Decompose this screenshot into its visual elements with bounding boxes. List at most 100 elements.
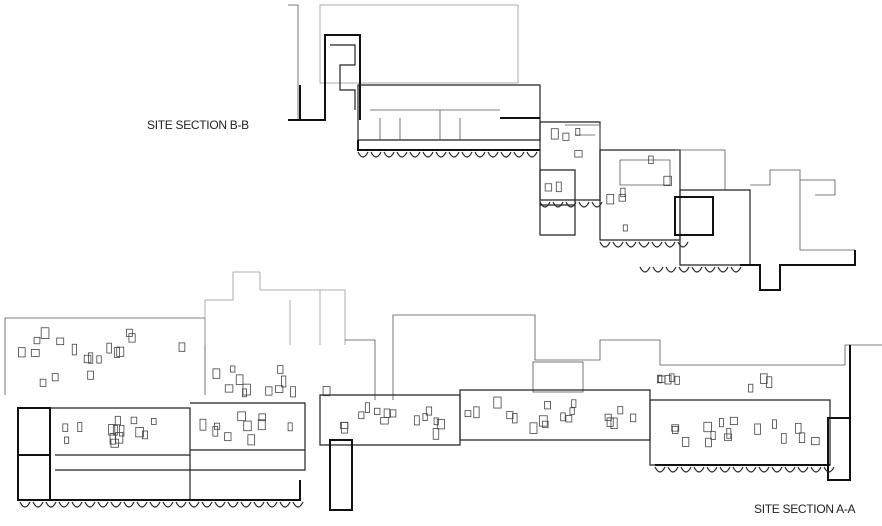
window xyxy=(340,421,349,434)
window xyxy=(620,187,626,198)
bb-step-2 xyxy=(599,149,681,241)
window xyxy=(795,422,802,434)
window xyxy=(364,402,370,413)
arch xyxy=(266,501,278,508)
arch xyxy=(691,266,703,273)
section-bb-label: SITE SECTION B-B xyxy=(147,118,249,132)
window xyxy=(119,425,125,437)
window xyxy=(277,365,284,374)
window xyxy=(565,415,573,423)
window xyxy=(529,422,538,434)
arch xyxy=(678,266,690,273)
window xyxy=(212,426,219,437)
window xyxy=(380,417,389,425)
window xyxy=(780,433,787,444)
window xyxy=(606,194,615,205)
window xyxy=(243,420,252,432)
window xyxy=(130,416,138,425)
window xyxy=(33,336,41,345)
window xyxy=(798,432,806,443)
window xyxy=(88,352,94,364)
window xyxy=(606,417,614,427)
arch xyxy=(149,501,161,508)
window xyxy=(748,383,754,393)
arch xyxy=(188,501,200,508)
window xyxy=(114,415,121,426)
arch xyxy=(664,241,676,248)
arch xyxy=(810,466,822,473)
arch xyxy=(771,466,783,473)
window xyxy=(18,347,26,358)
window xyxy=(247,434,255,446)
aa-background-right xyxy=(345,314,882,400)
arch xyxy=(784,466,796,473)
window xyxy=(571,399,577,408)
window xyxy=(71,343,77,356)
bb-tank xyxy=(674,196,714,236)
bb-frame-line xyxy=(288,4,299,120)
window xyxy=(703,421,712,433)
window xyxy=(287,422,293,432)
foundation-arches xyxy=(19,151,835,508)
window xyxy=(555,181,562,193)
arch xyxy=(638,241,650,248)
arch xyxy=(214,501,226,508)
arch xyxy=(693,466,705,473)
arch xyxy=(717,266,729,273)
arch xyxy=(745,466,757,473)
window xyxy=(610,417,618,429)
aa-block-2 xyxy=(190,402,306,471)
window xyxy=(51,373,59,382)
window xyxy=(178,342,186,352)
section-bb-drawing xyxy=(288,4,856,291)
window xyxy=(671,424,680,432)
arch xyxy=(706,466,718,473)
window xyxy=(135,427,144,438)
arch xyxy=(409,151,421,158)
bb-main-block xyxy=(357,84,541,141)
window xyxy=(669,373,675,382)
window xyxy=(433,417,439,426)
window xyxy=(766,376,773,388)
window xyxy=(358,411,365,420)
aa-shaft xyxy=(329,439,353,511)
arch xyxy=(175,501,187,508)
arch xyxy=(227,501,239,508)
bb-step-3 xyxy=(679,189,751,266)
window xyxy=(125,328,133,337)
window xyxy=(290,386,296,398)
aa-background-grey xyxy=(204,271,346,345)
window xyxy=(729,416,738,425)
window xyxy=(811,437,820,446)
window xyxy=(574,150,583,158)
bb-background-building xyxy=(319,4,519,84)
arch xyxy=(677,241,689,248)
aa-ground xyxy=(18,464,830,501)
window xyxy=(106,342,112,354)
window xyxy=(77,422,83,433)
window xyxy=(541,420,549,429)
window xyxy=(242,388,247,398)
arch xyxy=(45,501,57,508)
arch xyxy=(240,501,252,508)
window xyxy=(116,346,125,357)
aa-block-4 xyxy=(459,389,651,441)
arch xyxy=(513,151,525,158)
window xyxy=(224,432,232,442)
section-aa-drawing xyxy=(4,271,882,511)
arch xyxy=(651,241,663,248)
window xyxy=(265,386,273,396)
bb-tower xyxy=(288,34,361,121)
arch xyxy=(591,201,603,208)
window xyxy=(151,418,157,425)
arch xyxy=(396,151,408,158)
window xyxy=(425,406,433,416)
window xyxy=(710,430,716,440)
window xyxy=(705,437,712,448)
arch xyxy=(565,201,577,208)
arch xyxy=(32,501,44,508)
arch xyxy=(110,501,122,508)
window xyxy=(544,400,551,410)
arch xyxy=(487,151,499,158)
window-group xyxy=(18,128,820,448)
